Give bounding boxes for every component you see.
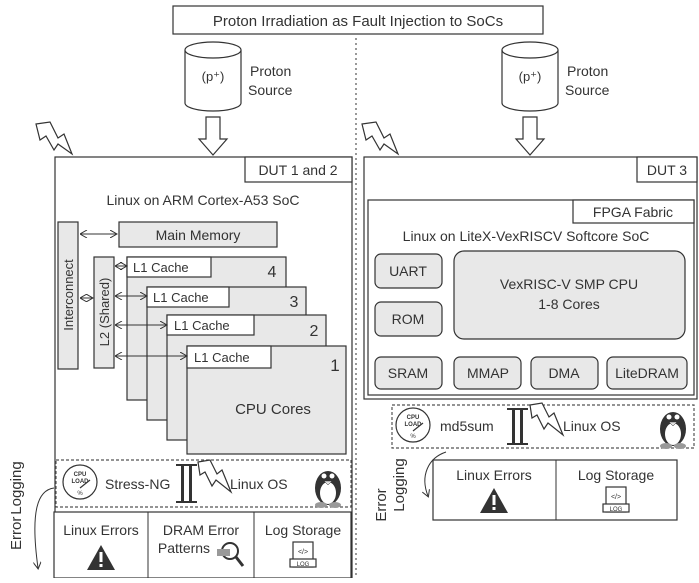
rom-label: ROM: [392, 311, 425, 327]
core-3-number: 3: [290, 294, 299, 311]
main-memory-label: Main Memory: [156, 227, 241, 243]
left-error-curve-arrow: [35, 487, 55, 568]
source-label: Source: [248, 82, 293, 98]
right-lightning-icon: [361, 121, 400, 156]
right-soc-title: Linux on LiteX-VexRISCV Softcore SoC: [403, 228, 650, 244]
svg-text:CPU: CPU: [407, 415, 420, 421]
title-box: Proton Irradiation as Fault Injection to…: [172, 5, 544, 35]
cpu-label-1: VexRISC-V SMP CPU: [500, 276, 638, 292]
core-2-cache: L1 Cache: [174, 318, 230, 333]
svg-text:LOG: LOG: [297, 562, 310, 568]
right-tux-icon: [660, 412, 686, 449]
fpga-label: FPGA Fabric: [593, 204, 673, 220]
left-warning-icon: [87, 545, 115, 570]
right-log-file-icon: </> LOG: [602, 486, 630, 513]
core-4-number: 4: [268, 264, 277, 281]
right-proton-source: (p⁺) Proton Source: [501, 41, 610, 112]
left-logging-label: Logging: [8, 461, 25, 514]
rom-block: [374, 301, 443, 337]
fpga-label-box: [572, 199, 695, 224]
left-linux-errors: Linux Errors: [63, 522, 138, 538]
core-1-number: 1: [330, 356, 339, 375]
right-logging-label: Logging: [391, 458, 408, 511]
left-soc-title: Linux on ARM Cortex-A53 SoC: [107, 192, 300, 208]
dut-1-2-label: DUT 1 and 2: [258, 162, 337, 178]
down-arrow-icon: [197, 116, 229, 156]
title-text: Proton Irradiation as Fault Injection to…: [213, 13, 503, 30]
core-1: L1 Cache 1 CPU Cores: [186, 345, 347, 455]
right-cpu-load-gauge-icon: CPU LOAD %: [395, 407, 431, 443]
stress-ng-label: Stress-NG: [105, 476, 170, 492]
left-log-file-icon: </> LOG: [289, 541, 317, 568]
dut-3-label: DUT 3: [647, 162, 687, 178]
mmap-block: [453, 356, 522, 390]
right-proton-label: Proton: [567, 63, 608, 79]
cpu-block: [453, 250, 686, 340]
dut-1-2-label-box: [244, 156, 353, 183]
left-proton-source: (p⁺) Proton Source: [184, 41, 293, 112]
mmap-label: MMAP: [467, 365, 509, 381]
right-down-arrow-icon: [514, 116, 546, 156]
dut-3-label-box: [636, 156, 698, 183]
core-1-cache: L1 Cache: [194, 350, 250, 365]
svg-text:LOG: LOG: [610, 507, 623, 513]
interconnect-bar: [57, 221, 79, 370]
sram-block: [374, 356, 443, 390]
core-4-cache: L1 Cache: [133, 260, 189, 275]
left-os-lightning-icon: [197, 459, 233, 494]
proton-symbol: (p⁺): [202, 69, 225, 84]
svg-text:</>: </>: [611, 494, 621, 501]
uart-block: [374, 253, 443, 289]
main-memory-box: [118, 221, 278, 248]
lightning-icon: [35, 121, 74, 156]
right-warning-icon: [480, 488, 508, 513]
left-log-storage: Log Storage: [265, 522, 341, 538]
l2-bar: [93, 256, 115, 369]
svg-text:%: %: [410, 434, 416, 440]
dram-patterns-line2: Patterns: [158, 540, 210, 556]
dram-patterns-line1: DRAM Error: [163, 522, 240, 538]
l2-label: L2 (Shared): [97, 278, 112, 347]
svg-text:</>: </>: [298, 549, 308, 556]
interconnect-label: Interconnect: [61, 259, 76, 331]
right-os-lightning-icon: [529, 402, 565, 437]
proton-label: Proton: [250, 63, 291, 79]
svg-text:LOAD: LOAD: [405, 422, 423, 428]
l2-l1-arrows: [116, 266, 186, 356]
cpu-cores-label: CPU Cores: [235, 401, 311, 418]
svg-text:LOAD: LOAD: [72, 479, 90, 485]
md5sum-label: md5sum: [440, 418, 494, 434]
left-linux-os-label: Linux OS: [230, 476, 288, 492]
left-cpu-load-gauge-icon: CPU LOAD %: [62, 464, 98, 500]
left-error-label: Error: [8, 517, 25, 550]
core-2-number: 2: [310, 323, 319, 340]
right-error-curve-arrow: [425, 451, 447, 496]
dma-label: DMA: [548, 365, 580, 381]
right-proton-symbol: (p⁺): [519, 69, 542, 84]
svg-text:%: %: [77, 491, 83, 497]
right-source-label: Source: [565, 82, 610, 98]
right-error-label: Error: [373, 488, 390, 521]
svg-text:CPU: CPU: [74, 472, 87, 478]
right-errors-table: [432, 459, 678, 521]
left-workload-row: [55, 459, 352, 508]
right-linux-os-label: Linux OS: [563, 418, 621, 434]
core-3-cache: L1 Cache: [153, 290, 209, 305]
left-tux-icon: [315, 471, 341, 508]
dma-block: [530, 356, 599, 390]
magnifier-icon: [217, 542, 245, 567]
right-io-connector-icon: [507, 408, 528, 445]
right-linux-errors: Linux Errors: [456, 467, 531, 483]
sram-label: SRAM: [388, 365, 428, 381]
litedram-label: LiteDRAM: [615, 365, 679, 381]
uart-label: UART: [389, 263, 427, 279]
litedram-block: [606, 356, 688, 390]
cpu-label-2: 1-8 Cores: [538, 296, 599, 312]
right-log-storage: Log Storage: [578, 467, 654, 483]
left-io-connector-icon: [176, 464, 197, 503]
